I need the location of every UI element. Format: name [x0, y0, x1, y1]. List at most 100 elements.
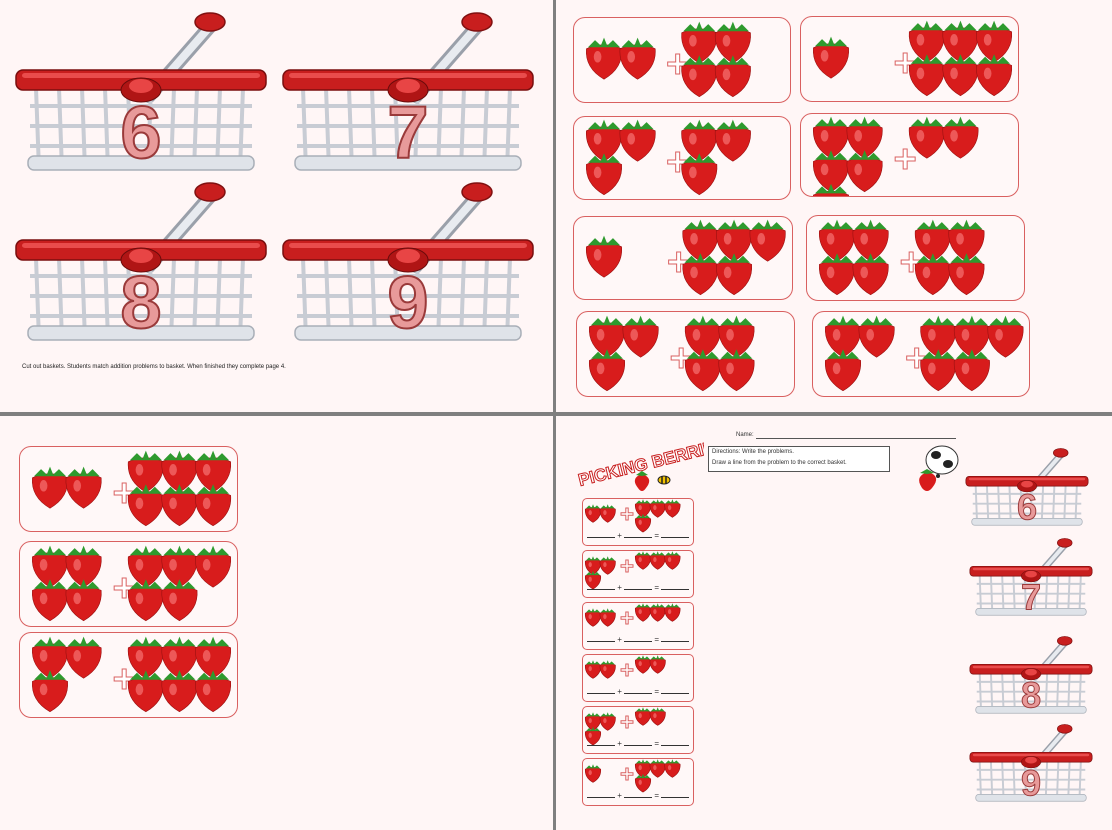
plus-sign-icon	[894, 148, 916, 170]
problem-card	[573, 116, 791, 200]
problem-card	[19, 446, 238, 532]
plus-label: +	[617, 583, 622, 592]
strawberry-icon	[634, 707, 652, 726]
strawberry-icon	[634, 499, 652, 518]
strawberry-icon	[634, 551, 652, 570]
strawberry-icon	[681, 55, 718, 98]
strawberry-icon	[32, 670, 68, 713]
strawberry-icon	[649, 499, 666, 518]
plus-sign-icon	[670, 347, 692, 369]
strawberry-icon	[586, 153, 622, 196]
strawberry-icon	[716, 219, 753, 262]
strawberry-icon	[127, 484, 164, 527]
plus-sign-icon	[900, 251, 922, 273]
strawberry-icon	[161, 636, 198, 679]
strawberry-icon	[714, 119, 751, 162]
strawberry-icon	[908, 20, 945, 63]
strawberry-icon	[976, 54, 1013, 97]
strawberry-icon	[127, 450, 164, 493]
strawberry-icon	[65, 466, 102, 509]
basket-number-label: 8	[1021, 674, 1041, 715]
strawberry-icon	[714, 21, 751, 64]
strawberry-icon	[976, 20, 1013, 63]
worksheet-basket-9: 9	[968, 722, 1094, 810]
worksheet-problem-card: + =	[582, 498, 694, 546]
strawberry-icon	[749, 219, 786, 262]
worksheet-problem-card: + =	[582, 758, 694, 806]
strawberry-icon	[589, 315, 625, 358]
answer-blanks[interactable]: + =	[587, 687, 690, 696]
strawberry-icon	[684, 315, 721, 358]
strawberry-icon	[681, 153, 718, 196]
strawberry-icon	[634, 603, 652, 622]
plus-label: +	[617, 635, 622, 644]
plus-sign-icon	[668, 251, 690, 273]
problem-card	[573, 216, 793, 300]
strawberry-icon	[987, 315, 1024, 358]
strawberry-icon	[942, 20, 979, 63]
strawberry-icon	[664, 499, 681, 518]
strawberry-icon	[852, 253, 889, 296]
strawberry-icon	[948, 219, 985, 262]
answer-blanks[interactable]: + =	[587, 583, 690, 592]
strawberry-icon	[65, 579, 102, 622]
strawberry-icon	[914, 253, 951, 296]
problem-card	[19, 541, 238, 627]
strawberry-icon	[858, 315, 895, 358]
name-blank-line[interactable]	[756, 438, 956, 439]
strawberry-icon	[716, 253, 753, 296]
strawberry-icon	[953, 349, 990, 392]
strawberry-icon	[127, 579, 164, 622]
plus-label: +	[617, 791, 622, 800]
answer-blanks[interactable]: + =	[587, 739, 690, 748]
strawberry-icon	[32, 636, 68, 679]
strawberry-icon	[664, 551, 681, 570]
problem-card	[800, 16, 1019, 102]
basket-9: 9	[281, 178, 535, 358]
worksheet-basket-7: 7	[968, 536, 1094, 624]
horizontal-divider	[0, 412, 1112, 416]
equals-label: =	[654, 583, 660, 592]
strawberry-icon	[649, 759, 666, 778]
strawberry-icon	[942, 54, 979, 97]
strawberry-icon	[599, 504, 616, 523]
worksheet-basket-6: 6	[964, 446, 1090, 534]
plus-sign-icon	[113, 577, 135, 599]
plus-label: +	[617, 739, 622, 748]
equals-label: =	[654, 687, 660, 696]
problem-card	[576, 311, 795, 397]
strawberry-icon	[819, 219, 855, 262]
plus-sign-icon	[906, 347, 928, 369]
strawberry-icon	[681, 119, 718, 162]
basket-number-label: 9	[387, 261, 428, 344]
strawberry-icon	[127, 545, 164, 588]
plus-sign-icon	[620, 767, 634, 781]
strawberry-icon	[718, 349, 755, 392]
strawberry-icon	[622, 315, 659, 358]
basket-number-label: 7	[1021, 576, 1041, 617]
page-3-problem-cards	[0, 416, 553, 830]
strawberry-icon	[65, 636, 102, 679]
basket-number-label: 8	[120, 261, 161, 344]
strawberry-icon	[584, 608, 602, 627]
answer-blanks[interactable]: + =	[587, 635, 690, 644]
basket-number-label: 9	[1021, 762, 1041, 803]
answer-blanks[interactable]: + =	[587, 791, 690, 800]
strawberry-icon	[819, 253, 855, 296]
strawberry-icon	[127, 670, 164, 713]
strawberry-icon	[649, 655, 666, 674]
plus-sign-icon	[894, 52, 916, 74]
strawberry-icon	[599, 556, 616, 575]
strawberry-icon	[681, 21, 718, 64]
equals-label: =	[654, 635, 660, 644]
answer-blanks[interactable]: + =	[587, 531, 690, 540]
worksheet-problem-card: + =	[582, 550, 694, 598]
small-strawberry-icon	[634, 471, 650, 491]
plus-sign-icon	[620, 507, 634, 521]
strawberry-icon	[584, 570, 602, 590]
plus-sign-icon	[113, 482, 135, 504]
strawberry-icon	[599, 608, 616, 627]
worksheet-problem-card: + =	[582, 654, 694, 702]
equals-label: =	[654, 739, 660, 748]
strawberry-icon	[195, 484, 232, 527]
